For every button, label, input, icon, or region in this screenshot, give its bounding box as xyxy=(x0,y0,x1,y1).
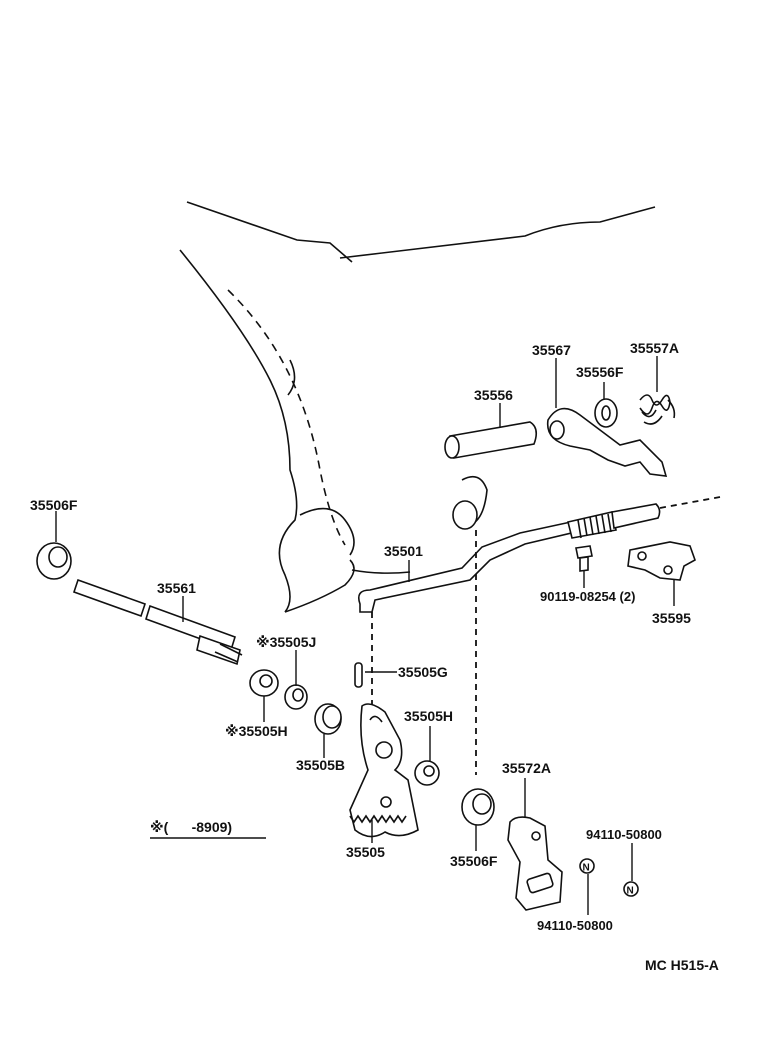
lever-35567 xyxy=(546,358,668,477)
label-35505: 35505 xyxy=(346,844,385,860)
label-94110-bottom: 94110-50800 xyxy=(537,918,613,933)
label-35505G: 35505G xyxy=(398,664,448,680)
label-35501: 35501 xyxy=(384,543,423,559)
lever-35572A xyxy=(507,778,563,911)
label-35556: 35556 xyxy=(474,387,513,403)
label-35505J: ※35505J xyxy=(256,634,316,650)
shaft-35561 xyxy=(72,578,243,666)
label-35505H-left: ※35505H xyxy=(225,723,288,739)
spring-35557A xyxy=(639,356,676,425)
washer-35505J xyxy=(284,650,308,710)
label-35561: 35561 xyxy=(157,580,196,596)
seal-35506F-bottom xyxy=(452,475,495,851)
nut-94110-right: N xyxy=(623,843,639,897)
figure-code: MC H515-A xyxy=(645,957,719,973)
label-35595: 35595 xyxy=(652,610,691,626)
label-90119: 90119-08254 (2) xyxy=(540,589,635,604)
nut-letter: N xyxy=(583,863,590,874)
washer-35505H-left xyxy=(249,669,279,722)
label-35505H-right: 35505H xyxy=(404,708,453,724)
sector-lever-35505 xyxy=(349,612,419,843)
label-35557A: 35557A xyxy=(630,340,679,356)
pin-35505G xyxy=(354,662,397,688)
bracket-35595 xyxy=(627,541,696,606)
label-35572A: 35572A xyxy=(502,760,551,776)
nut-94110-bottom: N xyxy=(579,858,595,915)
bolt-90119 xyxy=(575,545,593,588)
label-35567: 35567 xyxy=(532,342,571,358)
applicability-note: ※( -8909) xyxy=(150,819,232,835)
label-35506F-bottom: 35506F xyxy=(450,853,498,869)
label-35505B: 35505B xyxy=(296,757,345,773)
shaft-35556 xyxy=(444,403,538,459)
shift-rod-35501 xyxy=(357,496,721,613)
label-35556F: 35556F xyxy=(576,364,624,380)
washer-35505H-right xyxy=(414,726,440,786)
seal-35506F-left xyxy=(36,511,72,580)
housing-outline xyxy=(179,201,656,613)
washer-35556F xyxy=(594,382,618,428)
label-94110-right: 94110-50800 xyxy=(586,827,662,842)
label-35506F-left: 35506F xyxy=(30,497,78,513)
nut-letter: N xyxy=(627,886,634,897)
bushing-35505B xyxy=(314,703,342,758)
